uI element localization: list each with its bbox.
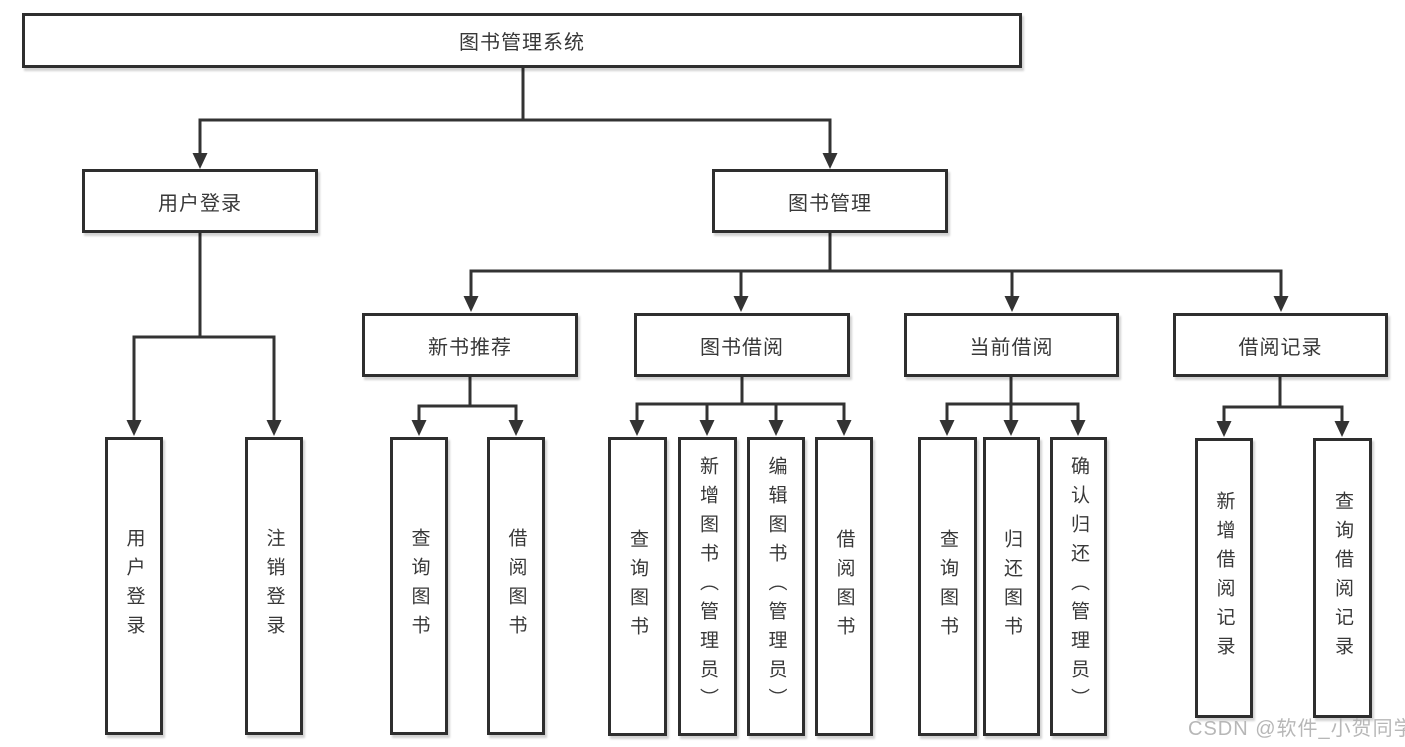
leaf-current-confirm-return-admin-label: 确认归还（管理员）: [1068, 456, 1089, 717]
node-current-borrow: 当前借阅: [904, 313, 1119, 377]
leaf-logout: 注销登录: [245, 437, 303, 735]
leaf-borrow-query-books: 查询图书: [608, 437, 667, 736]
leaf-borrow-edit-books-admin: 编辑图书（管理员）: [747, 437, 805, 736]
leaf-recommend-query-books-label: 查询图书: [408, 528, 430, 644]
leaf-current-query-books-label: 查询图书: [937, 528, 958, 645]
leaf-borrow-borrow-books-label: 借阅图书: [833, 528, 855, 645]
leaf-borrow-edit-books-admin-label: 编辑图书（管理员）: [765, 456, 787, 717]
leaf-records-add-record-label: 新增借阅记录: [1213, 491, 1235, 665]
leaf-current-return-books: 归还图书: [983, 437, 1040, 736]
node-book-borrow-label: 图书借阅: [700, 336, 784, 359]
leaf-logout-label: 注销登录: [263, 528, 285, 644]
node-borrow-records: 借阅记录: [1173, 313, 1388, 377]
leaf-borrow-query-books-label: 查询图书: [627, 528, 648, 645]
node-current-borrow-label: 当前借阅: [969, 336, 1054, 359]
node-new-book-recommend: 新书推荐: [362, 313, 578, 377]
node-root: 图书管理系统: [22, 13, 1022, 68]
leaf-user-login: 用户登录: [105, 437, 163, 735]
watermark: CSDN @软件_小贺同学: [1188, 718, 1405, 740]
leaf-user-login-label: 用户登录: [123, 528, 145, 644]
node-book-management-label: 图书管理: [788, 192, 872, 215]
leaf-recommend-query-books: 查询图书: [390, 437, 448, 735]
leaf-current-query-books: 查询图书: [918, 437, 977, 736]
leaf-recommend-borrow-books: 借阅图书: [487, 437, 545, 735]
node-new-book-recommend-label: 新书推荐: [428, 336, 512, 359]
leaf-recommend-borrow-books-label: 借阅图书: [505, 528, 527, 644]
node-book-borrow: 图书借阅: [634, 313, 850, 377]
leaf-current-return-books-label: 归还图书: [1001, 528, 1022, 645]
leaf-borrow-borrow-books: 借阅图书: [815, 437, 873, 736]
node-user-login-label: 用户登录: [158, 192, 242, 215]
leaf-borrow-add-books-admin: 新增图书（管理员）: [678, 437, 737, 736]
leaf-records-query-record-label: 查询借阅记录: [1332, 491, 1353, 665]
node-book-management: 图书管理: [712, 169, 948, 233]
leaf-borrow-add-books-admin-label: 新增图书（管理员）: [697, 456, 718, 717]
node-user-login: 用户登录: [82, 169, 318, 233]
leaf-current-confirm-return-admin: 确认归还（管理员）: [1050, 437, 1107, 736]
node-root-label: 图书管理系统: [459, 32, 585, 54]
leaf-records-add-record: 新增借阅记录: [1195, 438, 1253, 718]
node-borrow-records-label: 借阅记录: [1238, 336, 1323, 359]
leaf-records-query-record: 查询借阅记录: [1313, 438, 1372, 718]
